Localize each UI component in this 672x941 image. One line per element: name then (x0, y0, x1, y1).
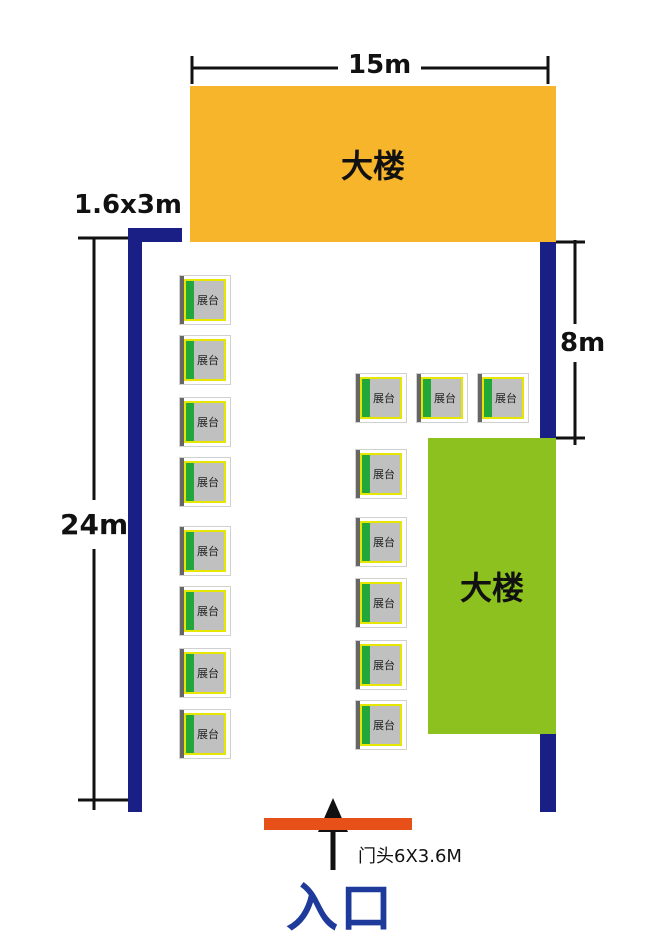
building-right-label: 大楼 (459, 569, 524, 607)
booth-label: 展台 (373, 468, 395, 481)
booth: 展台 (179, 526, 231, 576)
booth: 展台 (179, 397, 231, 447)
booth: 展台 (179, 586, 231, 636)
arrow-up-icon (318, 798, 348, 870)
booth-label: 展台 (197, 728, 219, 741)
booth-label: 展台 (373, 597, 395, 610)
building-right: 大楼 (428, 438, 556, 734)
booth: 展台 (179, 275, 231, 325)
dimension-gate-label: 1.6x3m (74, 190, 183, 220)
booth-label: 展台 (197, 354, 219, 367)
building-top-label: 大楼 (340, 147, 405, 185)
booth: 展台 (179, 335, 231, 385)
booth-label: 展台 (197, 605, 219, 618)
booth: 展台 (355, 517, 407, 567)
booth-label: 展台 (197, 476, 219, 489)
booth-label: 展台 (373, 536, 395, 549)
dimension-width-label: 15m (338, 50, 422, 80)
gate-wall (128, 228, 182, 242)
dimension-length-label: 24m (58, 500, 131, 549)
booth: 展台 (355, 700, 407, 750)
building-top: 大楼 (190, 86, 556, 242)
booth-label: 展台 (197, 294, 219, 307)
left-wall (128, 228, 142, 812)
right-wall-lower (540, 734, 556, 812)
booth-label: 展台 (197, 667, 219, 680)
door-size-label: 门头6X3.6M (358, 846, 462, 867)
booth-label: 展台 (197, 545, 219, 558)
booth: 展台 (477, 373, 529, 423)
booth-label: 展台 (434, 392, 456, 405)
door-header-bar (264, 818, 412, 830)
booth: 展台 (355, 578, 407, 628)
booth: 展台 (355, 373, 407, 423)
booth: 展台 (416, 373, 468, 423)
entrance-label: 入口 (286, 879, 395, 939)
booth-label: 展台 (495, 392, 517, 405)
booth: 展台 (179, 457, 231, 507)
dimension-side-label: 8m (558, 324, 608, 362)
booth: 展台 (355, 640, 407, 690)
right-wall-upper (540, 242, 556, 438)
booth: 展台 (179, 709, 231, 759)
booth: 展台 (355, 449, 407, 499)
booth-label: 展台 (197, 416, 219, 429)
booth-label: 展台 (373, 659, 395, 672)
booth-label: 展台 (373, 392, 395, 405)
booth-label: 展台 (373, 719, 395, 732)
booth: 展台 (179, 648, 231, 698)
